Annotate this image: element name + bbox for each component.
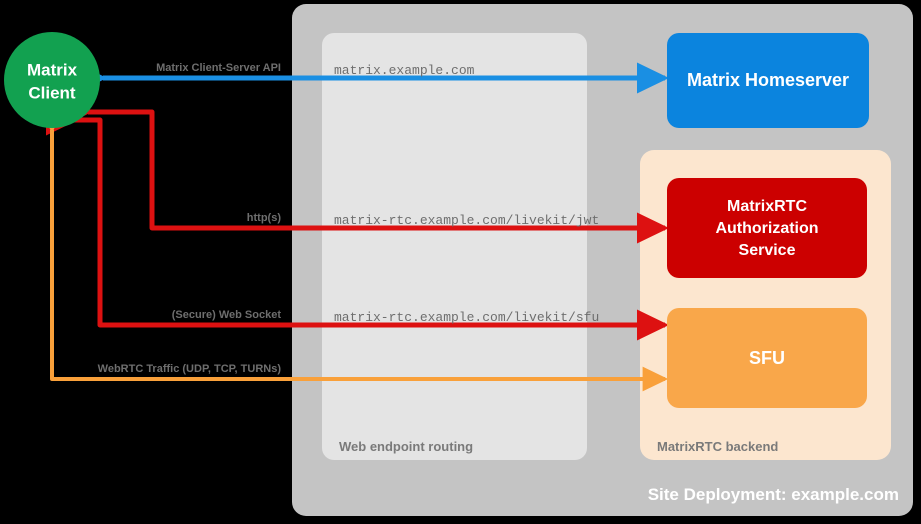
node-sfu-label: SFU — [749, 348, 785, 368]
edge-label-client-server-api: Matrix Client-Server API — [156, 62, 281, 74]
node-matrix-client-label-line1: Matrix — [27, 60, 78, 79]
node-matrix-client[interactable]: Matrix Client — [4, 32, 100, 128]
node-auth-service-label-line2: Authorization — [715, 220, 818, 237]
node-matrix-client-label-line2: Client — [28, 83, 76, 102]
node-auth-service-label-line3: Service — [739, 242, 796, 259]
endpoint-label-livekit-sfu: matrix-rtc.example.com/livekit/sfu — [334, 310, 599, 325]
container-web-endpoint-routing — [322, 33, 587, 460]
node-auth-service-label-line1: MatrixRTC — [727, 198, 807, 215]
node-matrixrtc-authorization-service[interactable]: MatrixRTC Authorization Service — [667, 178, 867, 278]
endpoint-label-livekit-jwt: matrix-rtc.example.com/livekit/jwt — [334, 213, 599, 228]
edge-webrtc-traffic — [39, 107, 669, 392]
node-matrix-homeserver[interactable]: Matrix Homeserver — [667, 33, 869, 128]
node-sfu[interactable]: SFU — [667, 308, 867, 408]
container-label-site-deployment: Site Deployment: example.com — [648, 485, 899, 504]
edge-label-livekit-sfu: (Secure) Web Socket — [172, 309, 282, 321]
container-label-matrixrtc-backend: MatrixRTC backend — [657, 439, 778, 454]
node-matrix-homeserver-label: Matrix Homeserver — [687, 70, 849, 90]
container-label-web-endpoint-routing: Web endpoint routing — [339, 439, 473, 454]
endpoint-label-matrix: matrix.example.com — [334, 63, 475, 78]
edge-label-livekit-jwt: http(s) — [247, 212, 282, 224]
edge-label-webrtc-traffic: WebRTC Traffic (UDP, TCP, TURNs) — [98, 363, 282, 375]
